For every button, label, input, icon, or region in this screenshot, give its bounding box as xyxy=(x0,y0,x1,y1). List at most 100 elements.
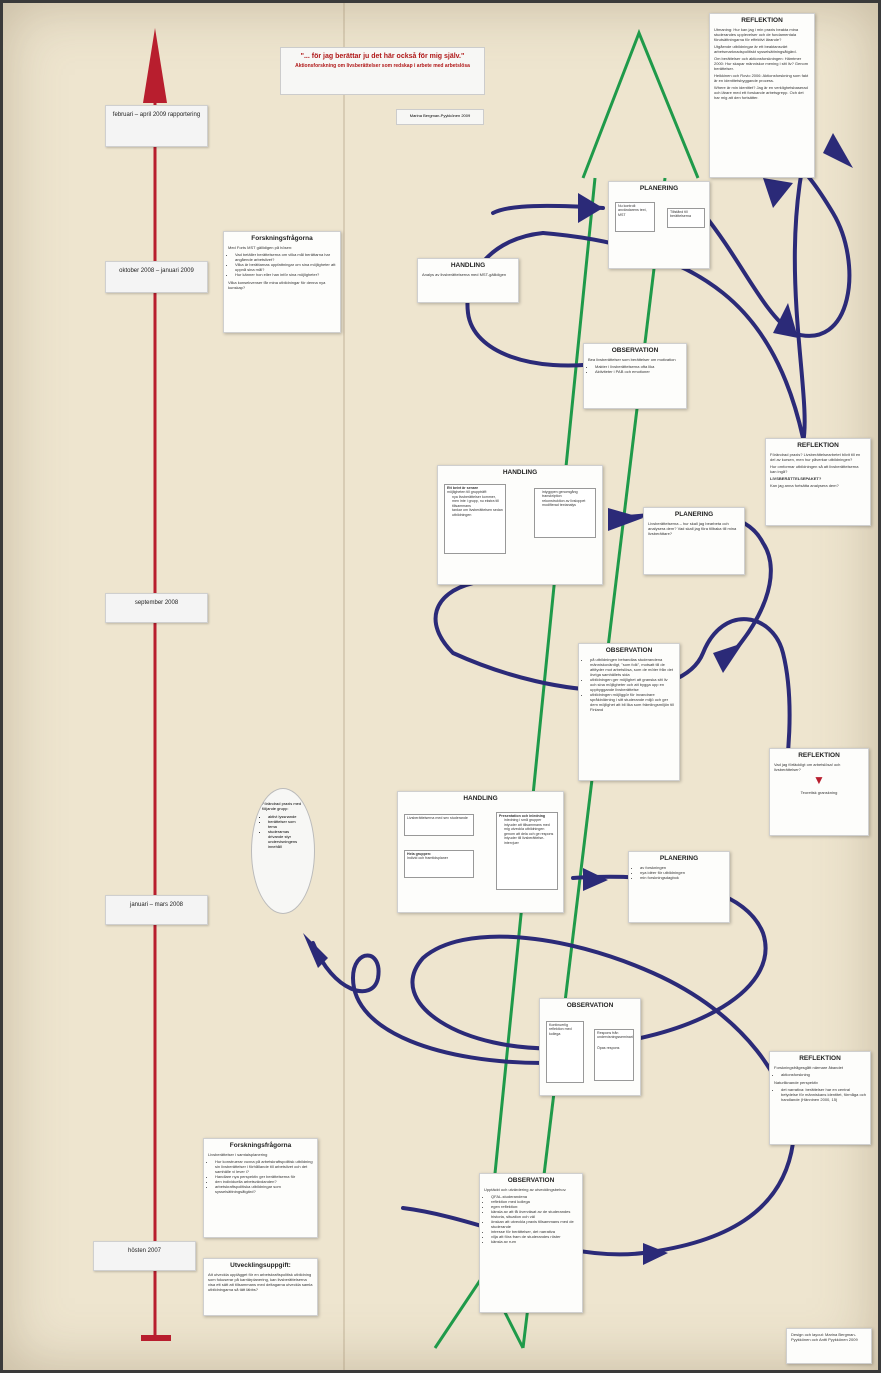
card-heading: REFLEKTION xyxy=(797,442,839,449)
list-item: min forskningsdagbok xyxy=(640,875,725,880)
card-list: av forskningen nya idéer för utbildninge… xyxy=(633,865,725,880)
poster-title: "... för jag berättar ju det här också f… xyxy=(280,47,485,95)
card-heading: HANDLING xyxy=(450,262,486,269)
list-item: arbetskraftspolitiska utbildningar som s… xyxy=(215,1184,313,1194)
list-item: berättelser som tema xyxy=(268,819,304,829)
list-item: Hur känner hon eller han inför sina möjl… xyxy=(235,272,336,277)
card-text: Vad jag förtäckligt om arbetslösa! och l… xyxy=(774,762,841,773)
card-heading: REFLEKTION xyxy=(741,17,783,24)
box-heading: Presentation och inledning xyxy=(499,814,546,818)
card-heading: OBSERVATION xyxy=(605,647,653,654)
list-item: rekonstruktion av livsloppet xyxy=(542,499,593,503)
list-item: Aktiviteter i PAB och emotioner xyxy=(595,369,682,374)
card-footer: Vilka konsekvenser får mina utbildningar… xyxy=(228,280,326,291)
research-questions-card: Forskningsfrågorna Med Forts MST gällidi… xyxy=(223,231,341,333)
timeline-label: september 2008 xyxy=(105,593,208,623)
list-item: utbildningen ger möjlighet att granska s… xyxy=(590,677,675,692)
list-item: intyuder till livsberättelse-intervjuer xyxy=(504,836,555,845)
reflection-card-2: REFLEKTION Förändrad praxis? Livsberätte… xyxy=(765,438,871,526)
reflection-card-4: REFLEKTION Forskningsfrågesgått närmare … xyxy=(769,1051,871,1145)
timeline-label: hösten 2007 xyxy=(93,1241,196,1271)
list-item: utbildningen möjliggör för invandrare sp… xyxy=(590,692,675,712)
card-list: Makter i livsberättelserna ofta lika Akt… xyxy=(588,364,682,374)
list-item: Vad betäller berättelserna om vilka mål … xyxy=(235,252,336,262)
action-box-left: Ett beivt är senare möjligheten till gru… xyxy=(444,484,506,554)
list-item: studerarnas drivande styr undervisningen… xyxy=(268,829,304,849)
list-item: transkription xyxy=(542,494,593,498)
list-item: önskan att utveckla praxis tillsammans m… xyxy=(491,1219,578,1229)
spiral-arrowhead xyxy=(578,193,603,223)
ellipse-list: aktivt lyssnande berättelser som tema st… xyxy=(262,814,304,849)
card-heading: PLANERING xyxy=(639,185,679,192)
observation-card-3: OBSERVATION Kontinuerlig reflektion med … xyxy=(539,998,641,1096)
list-item: nya idéer för utbildningen xyxy=(640,870,725,875)
card-heading: OBSERVATION xyxy=(507,1177,555,1184)
reflection-card-3: REFLEKTION Vad jag förtäckligt om arbets… xyxy=(769,748,869,836)
timeline-label: januari – mars 2008 xyxy=(105,895,208,925)
planning-card-2: PLANERING Livsberättelserna – hur skall … xyxy=(643,507,745,575)
action-card-3: HANDLING Livsberättelserna med sex stude… xyxy=(397,791,564,913)
card-paragraph: Utgående utbildningar är ett beaktansvär… xyxy=(714,44,797,55)
card-heading: PLANERING xyxy=(674,511,714,518)
credit-text: Design och layout: Marina Bergman-Pyykkö… xyxy=(791,1332,858,1342)
development-task-card: Utvecklingsuppgift: Att utveckla upplägg… xyxy=(203,1258,318,1316)
card-heading: REFLEKTION xyxy=(799,1055,841,1062)
changed-practice-ellipse: Förändrad praxis med följande grupp: akt… xyxy=(251,788,315,914)
list-item: aktivt lyssnande xyxy=(268,814,304,819)
list-item: tankar om livsberättelsen sedan utbildni… xyxy=(452,508,503,517)
list-item: känsla av rum xyxy=(491,1239,578,1244)
card-paragraph: LIVSBERÄTTELSEPAKET? xyxy=(770,476,822,482)
card-intro: Upptäckt och utvärdering av utvecklingsb… xyxy=(484,1187,567,1193)
list-item: den individuella arbetsvävdanden? xyxy=(215,1179,313,1184)
timeline-arrow-head xyxy=(143,28,167,103)
card-result: Teoretisk granskning xyxy=(800,790,838,796)
card-heading: Forskningsfrågorna xyxy=(229,1142,292,1149)
card-paragraph: Naturliknande perspektiv xyxy=(774,1080,819,1086)
poster-seam xyxy=(343,3,345,1370)
observation-card-1: OBSERVATION Bea livsberättelser som berä… xyxy=(583,343,687,409)
card-paragraph: Kan jag anna fortsätta analysera dem? xyxy=(770,483,839,489)
card-heading: Forskningsfrågorna xyxy=(251,235,313,242)
box-text: Öpas respons xyxy=(597,1045,620,1050)
arrow-down-icon: ▼ xyxy=(813,773,825,788)
list-item: aktionsforskning xyxy=(781,1072,866,1077)
card-heading: HANDLING xyxy=(463,795,498,802)
box-heading: Ett beivt är senare xyxy=(447,486,479,490)
box-list: intygppen genomgång transkription rekons… xyxy=(537,490,593,508)
spiral-loop-1 xyxy=(401,1141,795,1257)
timeline-label: februari – april 2009 rapportering xyxy=(105,105,208,147)
spiral-loop-4 xyxy=(433,581,792,835)
spiral-arrowheads xyxy=(303,133,853,1265)
list-item: intresse för berättelser, det narrativa xyxy=(491,1229,578,1234)
card-heading: Utvecklingsuppgift: xyxy=(230,1262,291,1269)
spiral-arrowhead xyxy=(823,133,853,168)
list-item: QFAL-studerandena xyxy=(491,1194,578,1199)
spiral-arrowhead xyxy=(303,933,328,968)
action-box-right: intygppen genomgång transkription rekons… xyxy=(534,488,596,538)
observation-box-right: Respons från undervisningsseminarier Öpa… xyxy=(594,1029,634,1081)
planning-card-1: PLANERING Nu kontroll: användarens text,… xyxy=(608,181,710,269)
card-list: QFAL-studerandena reflektion med kollega… xyxy=(484,1194,578,1244)
list-item: vilja att föra fram de studerandes röste… xyxy=(491,1234,578,1239)
card-heading: OBSERVATION xyxy=(611,347,659,354)
card-paragraph: Om berättelser och aktionsforskningen: H… xyxy=(714,56,809,72)
observation-card-4: OBSERVATION Upptäckt och utvärdering av … xyxy=(479,1173,583,1313)
list-item: egen reflektion: xyxy=(491,1204,578,1209)
title-subtitle: Aktionsforskning om livsberättelser som … xyxy=(295,63,470,69)
spiral-loop-2 xyxy=(410,934,795,1145)
spiral-arrowhead xyxy=(763,178,793,208)
action-card-1: HANDLING Analys av livsberättelserna med… xyxy=(417,258,519,303)
card-heading: OBSERVATION xyxy=(566,1002,614,1009)
list-item: intygppen genomgång xyxy=(542,490,593,494)
planning-box: Tillstånd till berättelserna xyxy=(667,208,705,228)
action-box-right: Presentation och inledning inledning i s… xyxy=(496,812,558,890)
green-arrow-head xyxy=(581,28,700,179)
card-paragraph: Förändrad praxis? Livsberättelsearbetet … xyxy=(770,452,861,463)
list-item: modifierad textanalys xyxy=(542,503,593,507)
spiral-arrowhead xyxy=(773,303,798,338)
list-item: Makter i livsberättelserna ofta lika xyxy=(595,364,682,369)
title-author: Marina Bergman-Pyykkönen 2009 xyxy=(396,109,484,125)
box-list: inledning i små grupper intyuder att til… xyxy=(499,818,555,845)
list-item: Hur konstruerar vuxna på arbetskraftspol… xyxy=(215,1159,313,1174)
diagram-lines xyxy=(141,28,853,1349)
